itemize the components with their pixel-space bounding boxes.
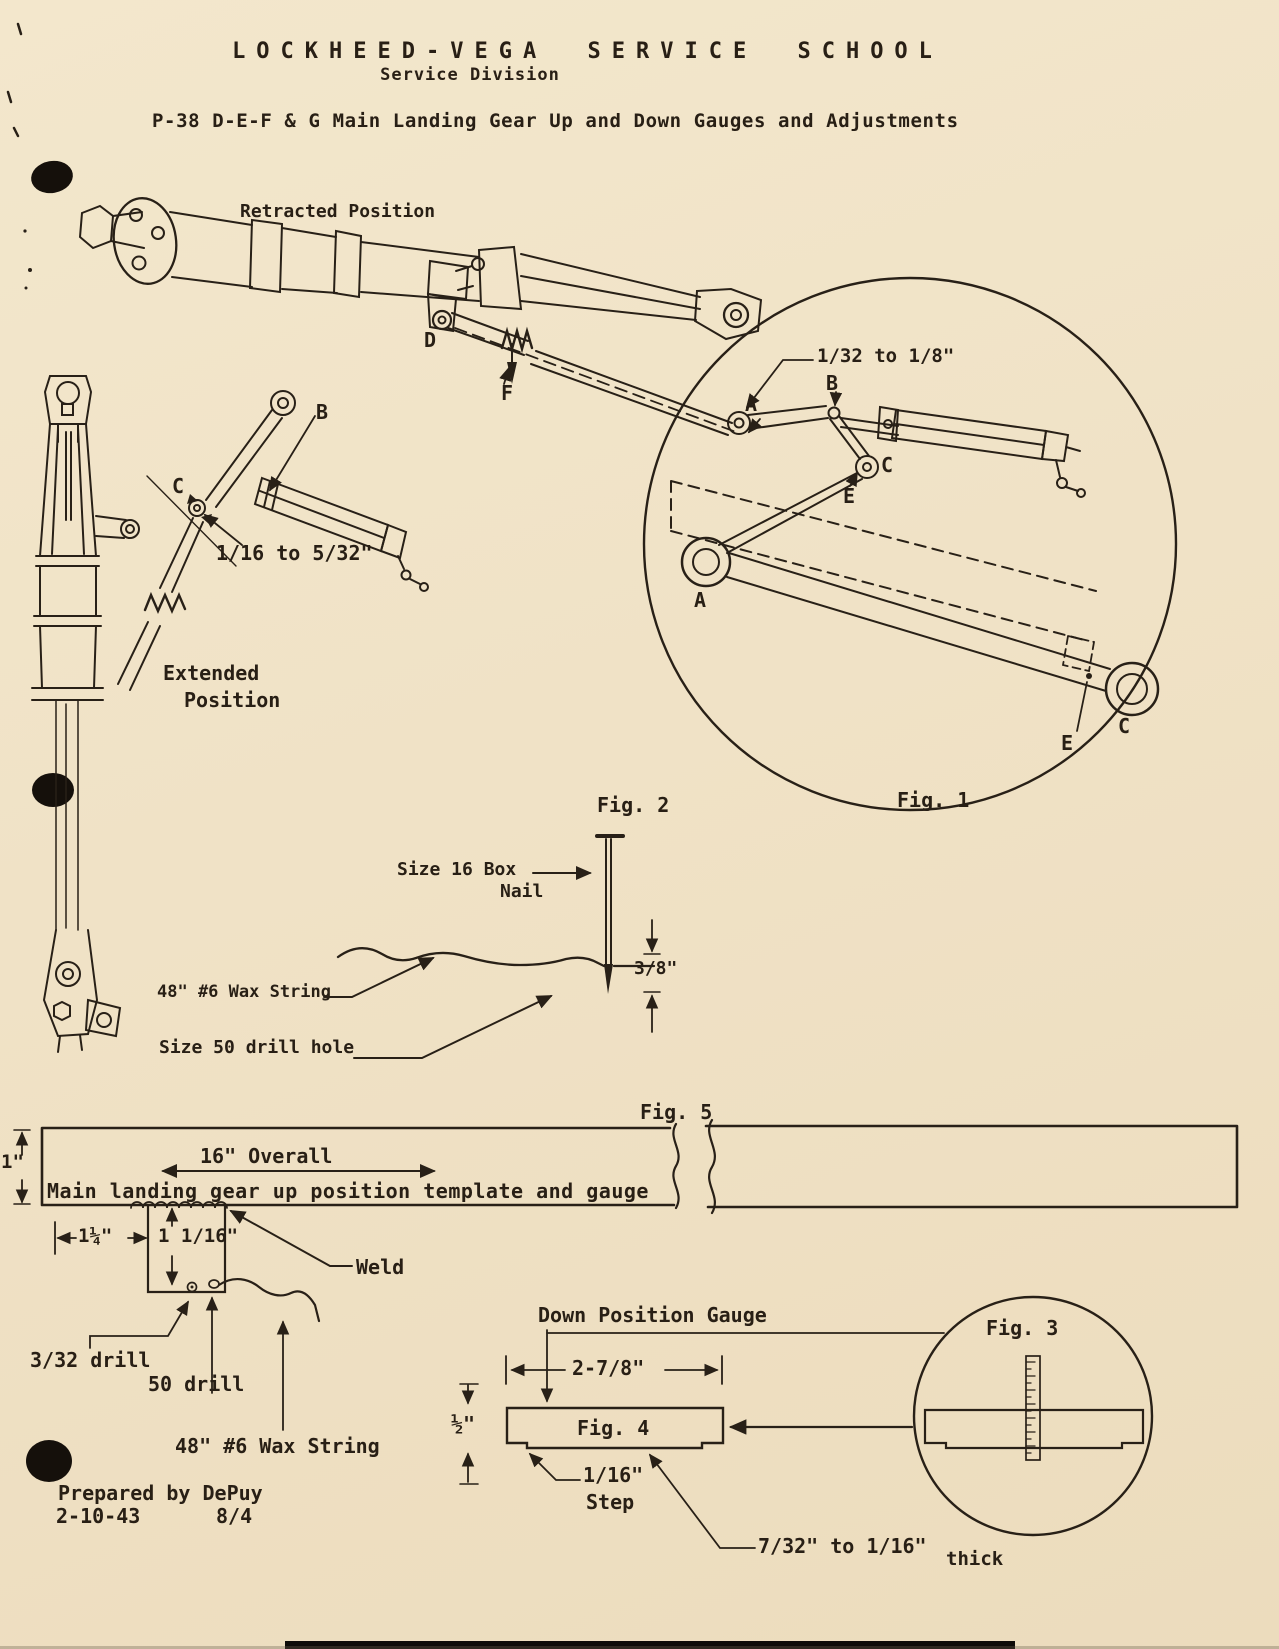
revision-number: 8/4	[216, 1504, 253, 1528]
nail-label-line1: Size 16 Box	[397, 859, 517, 880]
fig4-caption: Fig. 4	[577, 1416, 650, 1440]
fig1-point-a-lower: A	[694, 588, 707, 612]
down-position-gauge-heading: Down Position Gauge	[538, 1303, 767, 1327]
fig1-point-c-upper: C	[881, 453, 894, 477]
gauge-height-dimension: ½"	[451, 1412, 476, 1436]
nail-label-line2: Nail	[500, 881, 544, 902]
tab-offset-dimension: 1¼"	[78, 1225, 113, 1247]
fig3-caption: Fig. 3	[986, 1316, 1059, 1340]
point-label-d: D	[424, 328, 437, 352]
extended-gear-drawing	[31, 375, 429, 1053]
extended-point-c: C	[172, 474, 185, 498]
fig1-inset-drawing	[642, 276, 1178, 812]
wax-string-label-bottom: 48" #6 Wax String	[175, 1434, 380, 1458]
drill-hole-label: Size 50 drill hole	[159, 1037, 355, 1058]
drill-3-32-label: 3/32 drill	[30, 1348, 151, 1372]
punch-holes-and-marks	[6, 22, 74, 1482]
fig2-caption: Fig. 2	[597, 793, 670, 817]
fig5-template-drawing	[13, 1118, 1239, 1431]
tab-height-dimension: 1 1/16"	[158, 1225, 239, 1247]
fig1-point-e-lower: E	[1061, 731, 1074, 755]
wax-string-label-top: 48" #6 Wax String	[157, 982, 331, 1002]
point-label-f: F	[501, 381, 514, 405]
prepared-by-line: Prepared by DePuy	[58, 1481, 263, 1505]
fig1-gap-dimension: 1/32 to 1/8"	[817, 345, 955, 367]
thickness-dimension: 7/32" to 1/16"	[758, 1534, 927, 1558]
bar-height-dimension: 1"	[1, 1151, 24, 1173]
division-subtitle: Service Division	[380, 65, 560, 85]
overall-dimension: 16" Overall	[200, 1144, 333, 1168]
fig2-drawing	[323, 834, 661, 1059]
fig4-gauge-drawing	[459, 1329, 945, 1549]
gauge-width-dimension: 2-7/8"	[572, 1356, 645, 1380]
fig1-point-c-lower: C	[1118, 714, 1131, 738]
retracted-position-label: Retracted Position	[240, 201, 436, 222]
extended-label-line1: Extended	[163, 661, 260, 685]
fig1-caption: Fig. 1	[897, 788, 970, 812]
extended-gap-dimension: 1/16 to 5/32"	[216, 541, 373, 565]
step-dimension-line2: Step	[586, 1490, 635, 1514]
template-label: Main landing gear up position template a…	[47, 1179, 649, 1203]
thickness-word: thick	[946, 1548, 1004, 1570]
document-title: P-38 D-E-F & G Main Landing Gear Up and …	[152, 110, 959, 132]
scan-edge-bar	[0, 1641, 1279, 1649]
fig1-point-e-upper: E	[843, 484, 856, 508]
weld-label: Weld	[356, 1255, 405, 1279]
fig1-point-a-upper: A	[745, 392, 758, 416]
extended-label-line2: Position	[184, 688, 281, 712]
extended-point-b: B	[316, 400, 329, 424]
drill-50-label: 50 drill	[148, 1372, 245, 1396]
fig3-inset-drawing	[912, 1295, 1154, 1537]
school-title: LOCKHEED-VEGA SERVICE SCHOOL	[232, 39, 943, 64]
fig1-point-b: B	[826, 371, 839, 395]
nail-depth-dimension: 3/8"	[634, 958, 678, 979]
date-label: 2-10-43	[56, 1504, 141, 1528]
retracted-gear-drawing	[78, 197, 763, 436]
fig5-caption: Fig. 5	[640, 1100, 713, 1124]
step-dimension-line1: 1/16"	[583, 1463, 644, 1487]
